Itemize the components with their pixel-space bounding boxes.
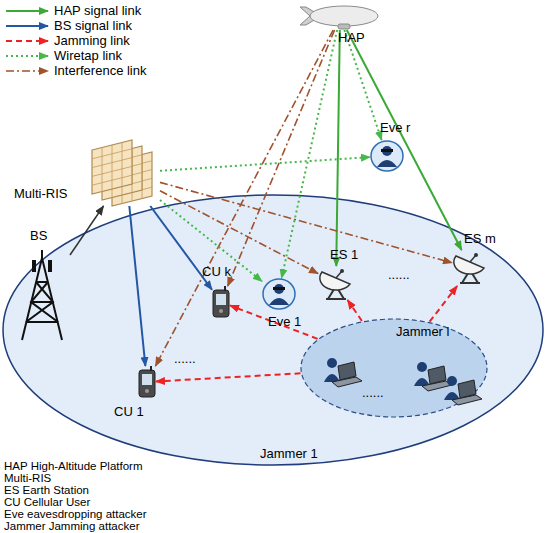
node-label: ES m (464, 231, 496, 246)
node-label: Eve r (380, 120, 410, 135)
eavesdropper-icon (262, 278, 294, 310)
abbreviation-note: Eve eavesdropping attacker (4, 508, 147, 521)
wiretap-link (282, 30, 338, 278)
legend-sample (6, 55, 48, 57)
abbreviation-note: ES Earth Station (4, 484, 89, 497)
node-label: BS (30, 228, 47, 243)
node-label: ES 1 (330, 247, 358, 262)
cellular-user: CU k (212, 286, 230, 318)
jamming-link (230, 305, 318, 338)
earth-station-icon (318, 266, 354, 300)
jammer-group: Jammer lJammer 1 (300, 318, 488, 418)
abbreviation-note: HAP High-Altitude Platform (4, 460, 142, 473)
jamming-link (430, 286, 458, 322)
interference-link (160, 182, 452, 262)
wiretap-link (160, 200, 262, 281)
node-label: Jammer 1 (260, 446, 318, 461)
hap-platform: HAP (298, 4, 382, 30)
interference-link (155, 30, 333, 366)
legend-text: Interference link (54, 63, 147, 78)
interference-link (160, 191, 318, 274)
jamming-link (348, 300, 362, 321)
hap-platform-icon (298, 4, 382, 30)
node-label: CU 1 (114, 404, 144, 419)
base-station-icon (14, 250, 70, 342)
eavesdropper-icon (370, 140, 404, 172)
legend-sample (6, 40, 48, 42)
cellular-user: CU 1 (138, 366, 156, 398)
bs-signal-link (129, 206, 145, 366)
legend-text: BS signal link (54, 18, 132, 33)
node-label: CU k (202, 264, 231, 279)
earth-station: ES 1 (318, 266, 354, 300)
hap-signal-link (347, 30, 462, 250)
feed-arrow (70, 206, 103, 255)
legend-text: Wiretap link (54, 48, 122, 63)
node-label: HAP (338, 30, 365, 45)
abbreviation-note: Multi-RIS (4, 472, 51, 485)
earth-station-icon (452, 250, 490, 286)
eavesdropper: Eve 1 (262, 278, 294, 310)
cellular-user-icon (138, 366, 156, 398)
base-station: BS (14, 250, 70, 342)
ellipsis-dots: ...... (362, 386, 384, 399)
abbreviation-note: Jammer Jamming attacker (4, 520, 139, 533)
wiretap-link (344, 30, 381, 140)
ellipsis-dots: ...... (174, 352, 196, 365)
ground-area (3, 195, 543, 465)
node-label: Jammer l (396, 324, 449, 339)
node-label: Multi-RIS (14, 186, 67, 201)
node-label: Eve 1 (268, 314, 301, 329)
legend-sample (6, 25, 48, 27)
legend-sample (6, 10, 48, 12)
abbreviation-note: CU Cellular User (4, 496, 90, 509)
interference-link (228, 30, 335, 286)
cellular-user-icon (212, 286, 230, 318)
legend-sample (6, 70, 48, 72)
ellipsis-dots: ...... (388, 268, 410, 281)
jamming-link (156, 373, 301, 381)
ris-panel: Multi-RIS (92, 140, 160, 206)
jammer-group-icon (300, 318, 488, 418)
earth-station: ES m (452, 250, 490, 286)
wiretap-link (160, 157, 370, 171)
eavesdropper: Eve r (370, 140, 404, 172)
ris-panel-icon (92, 140, 160, 206)
legend-text: HAP signal link (54, 3, 141, 18)
legend-text: Jamming link (54, 33, 130, 48)
